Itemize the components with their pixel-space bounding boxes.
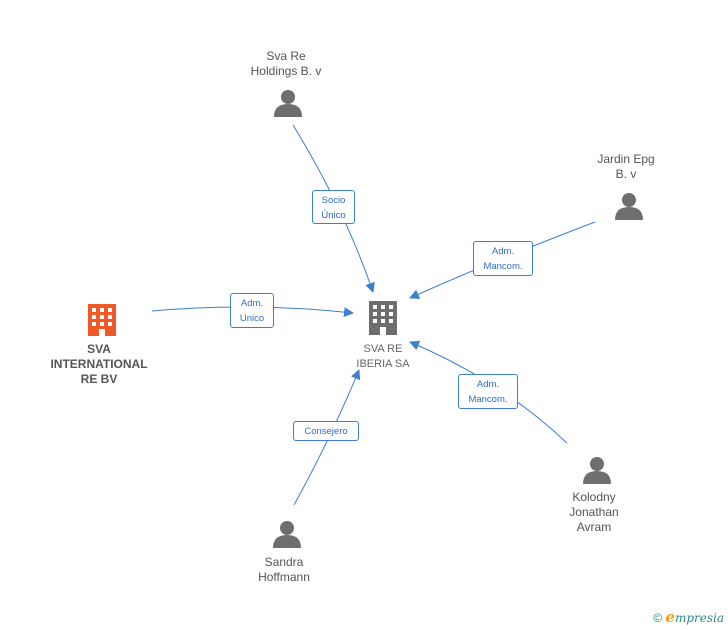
jardin-label[interactable]: Jardin Epg B. v	[597, 152, 655, 181]
jardin-person-icon[interactable]	[615, 193, 643, 220]
kolodny-person-icon[interactable]	[583, 457, 611, 484]
brand-name: mpresia	[674, 611, 724, 625]
edge-label-socio-unico: Socio Único	[312, 190, 355, 224]
sva-international-label[interactable]: SVA INTERNATIONAL RE BV	[50, 342, 148, 386]
sandra-label[interactable]: Sandra Hoffmann	[258, 555, 310, 584]
empresia-watermark: © empresia	[653, 608, 724, 626]
sva-holdings-label[interactable]: Sva Re Holdings B. v	[250, 49, 322, 78]
edge-label-adm-mancom-kolodny: Adm. Mancom.	[458, 374, 518, 409]
edge-label-adm-mancom-jardin: Adm. Mancom.	[473, 241, 533, 276]
sandra-person-icon[interactable]	[273, 521, 301, 548]
brand-initial: e	[665, 608, 675, 626]
edge-label-consejero: Consejero	[293, 421, 359, 441]
sva-holdings-person-icon[interactable]	[274, 90, 302, 117]
center-company-icon[interactable]	[369, 301, 397, 335]
center-company-label[interactable]: SVA RE IBERIA SA	[356, 343, 410, 370]
sva-international-company-icon[interactable]	[88, 304, 116, 336]
copyright-icon: ©	[653, 611, 663, 625]
kolodny-label[interactable]: Kolodny Jonathan Avram	[569, 490, 619, 534]
edge-label-adm-unico: Adm. Unico	[230, 293, 274, 328]
